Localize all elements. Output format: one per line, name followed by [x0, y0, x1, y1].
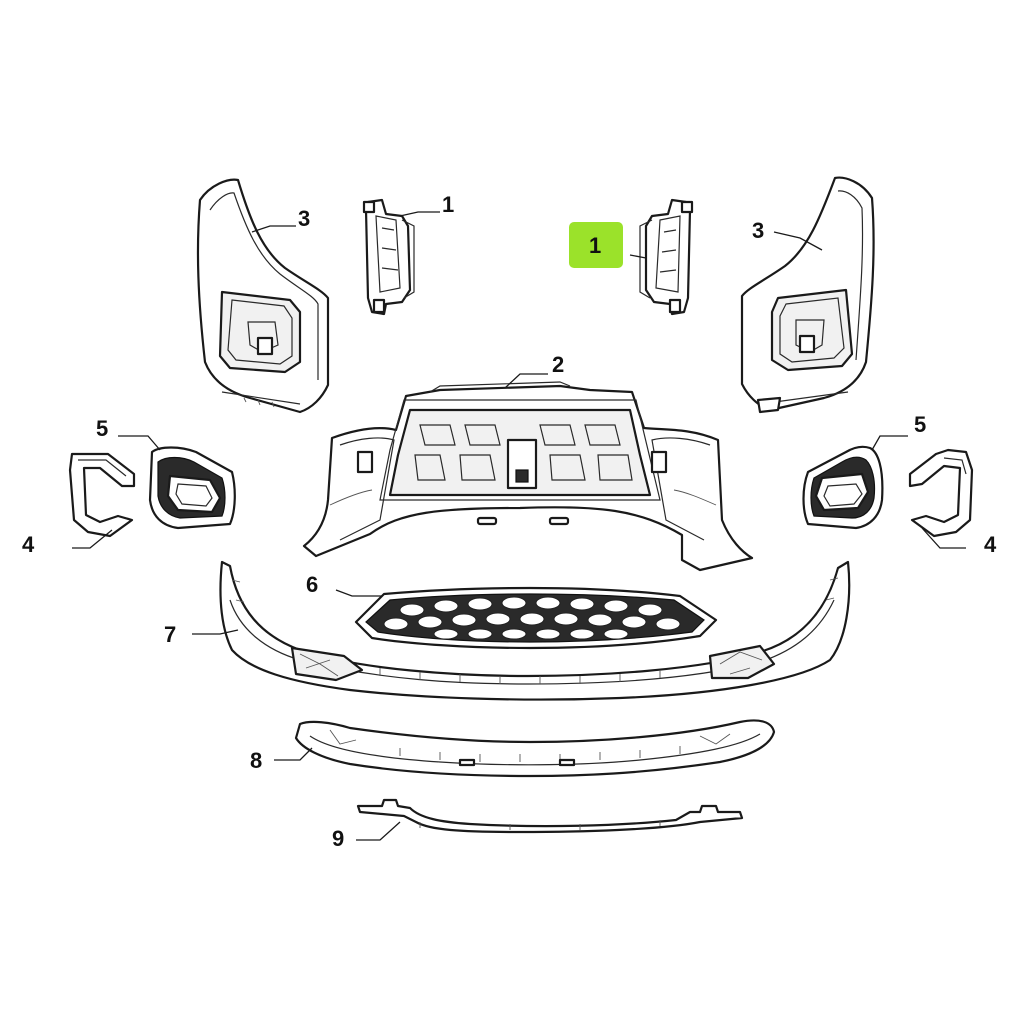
part-4-right-frame-trim[interactable]: [908, 448, 974, 538]
callout-label: 3: [298, 206, 310, 231]
callout-4-right[interactable]: 4: [984, 532, 997, 557]
part-1-right-bracket[interactable]: [639, 198, 694, 316]
part-9-lower-strip[interactable]: [356, 798, 744, 834]
callout-5-left[interactable]: 5: [96, 416, 108, 441]
leader-6: [335, 589, 382, 597]
part-6-grille[interactable]: [354, 586, 718, 650]
leader-5-right: [871, 435, 908, 451]
callout-label: 6: [306, 572, 318, 597]
callout-6[interactable]: 6: [306, 572, 318, 597]
callout-7[interactable]: 7: [164, 622, 176, 647]
callout-2[interactable]: 2: [552, 352, 564, 377]
callout-label: 4: [984, 532, 997, 557]
callout-label: 9: [332, 826, 344, 851]
part-1-left-bracket[interactable]: [362, 198, 415, 316]
callout-label: 7: [164, 622, 176, 647]
part-7-lower-bumper-cover[interactable]: [219, 560, 851, 701]
callout-label: 5: [914, 412, 926, 437]
leader-3-right: [773, 231, 823, 251]
callout-3-left[interactable]: 3: [298, 206, 310, 231]
callout-1-left[interactable]: 1: [442, 192, 454, 217]
leader-4-right: [921, 527, 966, 549]
callout-label: 5: [96, 416, 108, 441]
callout-4-left[interactable]: 4: [22, 532, 35, 557]
part-3-right-corner-trim[interactable]: [740, 176, 875, 414]
leader-9: [356, 821, 401, 841]
callout-8[interactable]: 8: [250, 748, 262, 773]
part-5-right-fog-bezel[interactable]: [802, 445, 884, 530]
callout-label: 3: [752, 218, 764, 243]
leader-1-right: [629, 254, 647, 259]
leader-4-left: [72, 529, 113, 549]
leader-3-left: [251, 225, 296, 233]
callout-9[interactable]: 9: [332, 826, 344, 851]
callout-label: 1: [442, 192, 454, 217]
leader-lines: [72, 211, 966, 841]
part-2-bumper-carrier[interactable]: [302, 381, 754, 572]
leader-5-left: [118, 435, 161, 451]
part-3-left-corner-trim[interactable]: [196, 178, 330, 414]
leader-8: [274, 747, 313, 761]
callout-1-right-highlighted[interactable]: 1: [569, 222, 623, 268]
callout-5-right[interactable]: 5: [914, 412, 926, 437]
callout-3-right[interactable]: 3: [752, 218, 764, 243]
callout-label: 2: [552, 352, 564, 377]
part-4-left-frame-trim[interactable]: [68, 452, 136, 538]
leader-7: [192, 629, 239, 635]
leader-2: [504, 373, 548, 389]
callout-label: 8: [250, 748, 262, 773]
part-5-left-fog-bezel[interactable]: [148, 446, 236, 530]
part-8-skid-plate[interactable]: [294, 719, 776, 778]
leader-1-left: [399, 211, 440, 217]
callout-label: 1: [589, 233, 601, 258]
callout-label: 4: [22, 532, 35, 557]
callout-highlight-box: [569, 222, 623, 268]
